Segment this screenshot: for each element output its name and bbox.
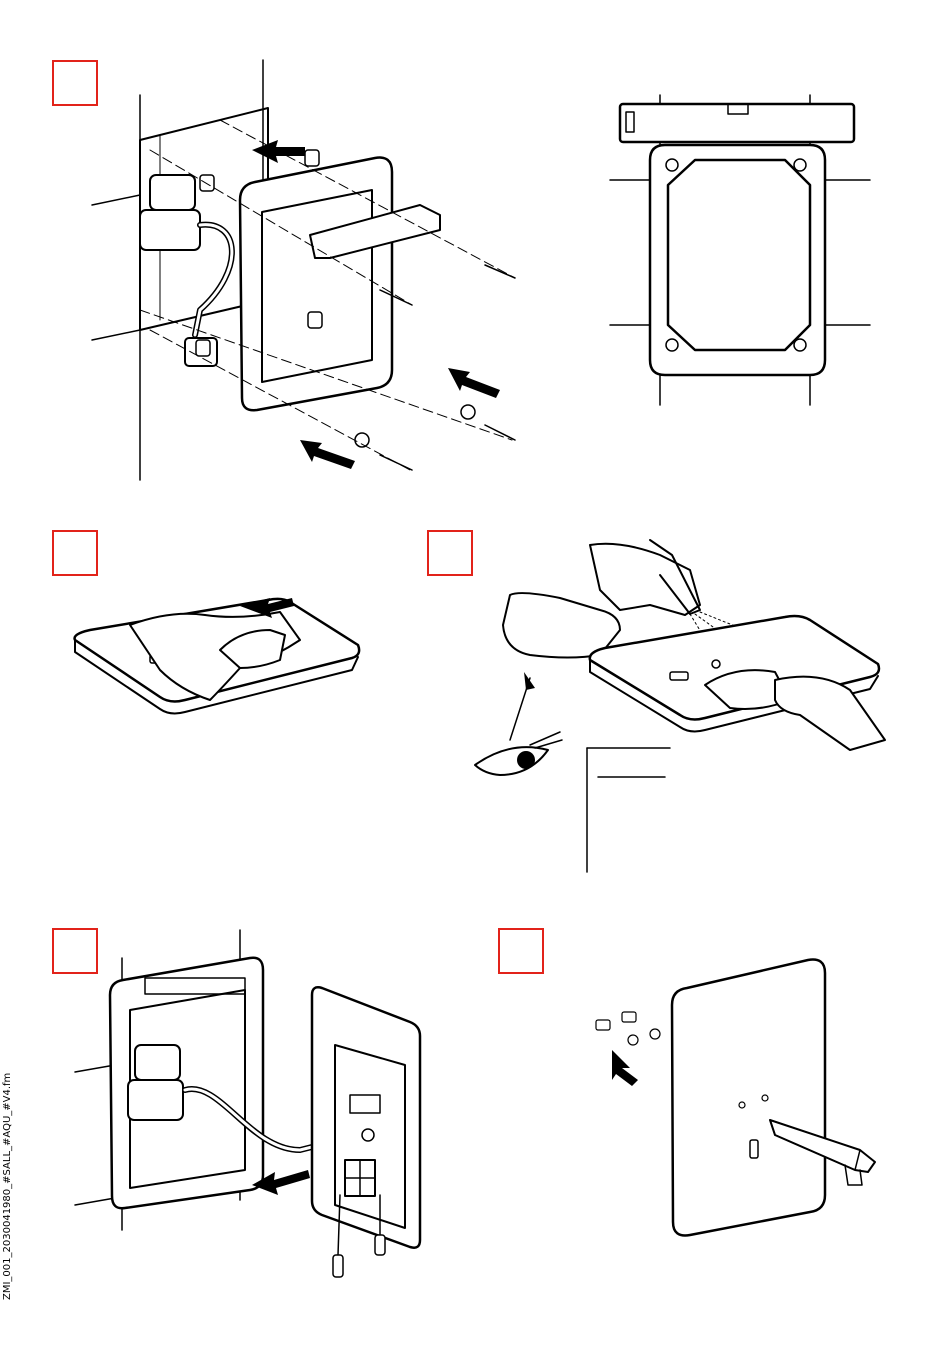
- fig2-wipe-plate: [75, 598, 360, 713]
- document-code: ZMI_001_2030041980_#SALL_#AQU_#V4.fm: [2, 1073, 13, 1300]
- fig5-spout: [596, 960, 875, 1236]
- fig1-frame-mounting: [92, 60, 515, 480]
- fig1b-frame-level: [610, 95, 870, 405]
- fig3-spray-plate: [475, 540, 885, 872]
- fig4-connect-plate: [75, 930, 420, 1277]
